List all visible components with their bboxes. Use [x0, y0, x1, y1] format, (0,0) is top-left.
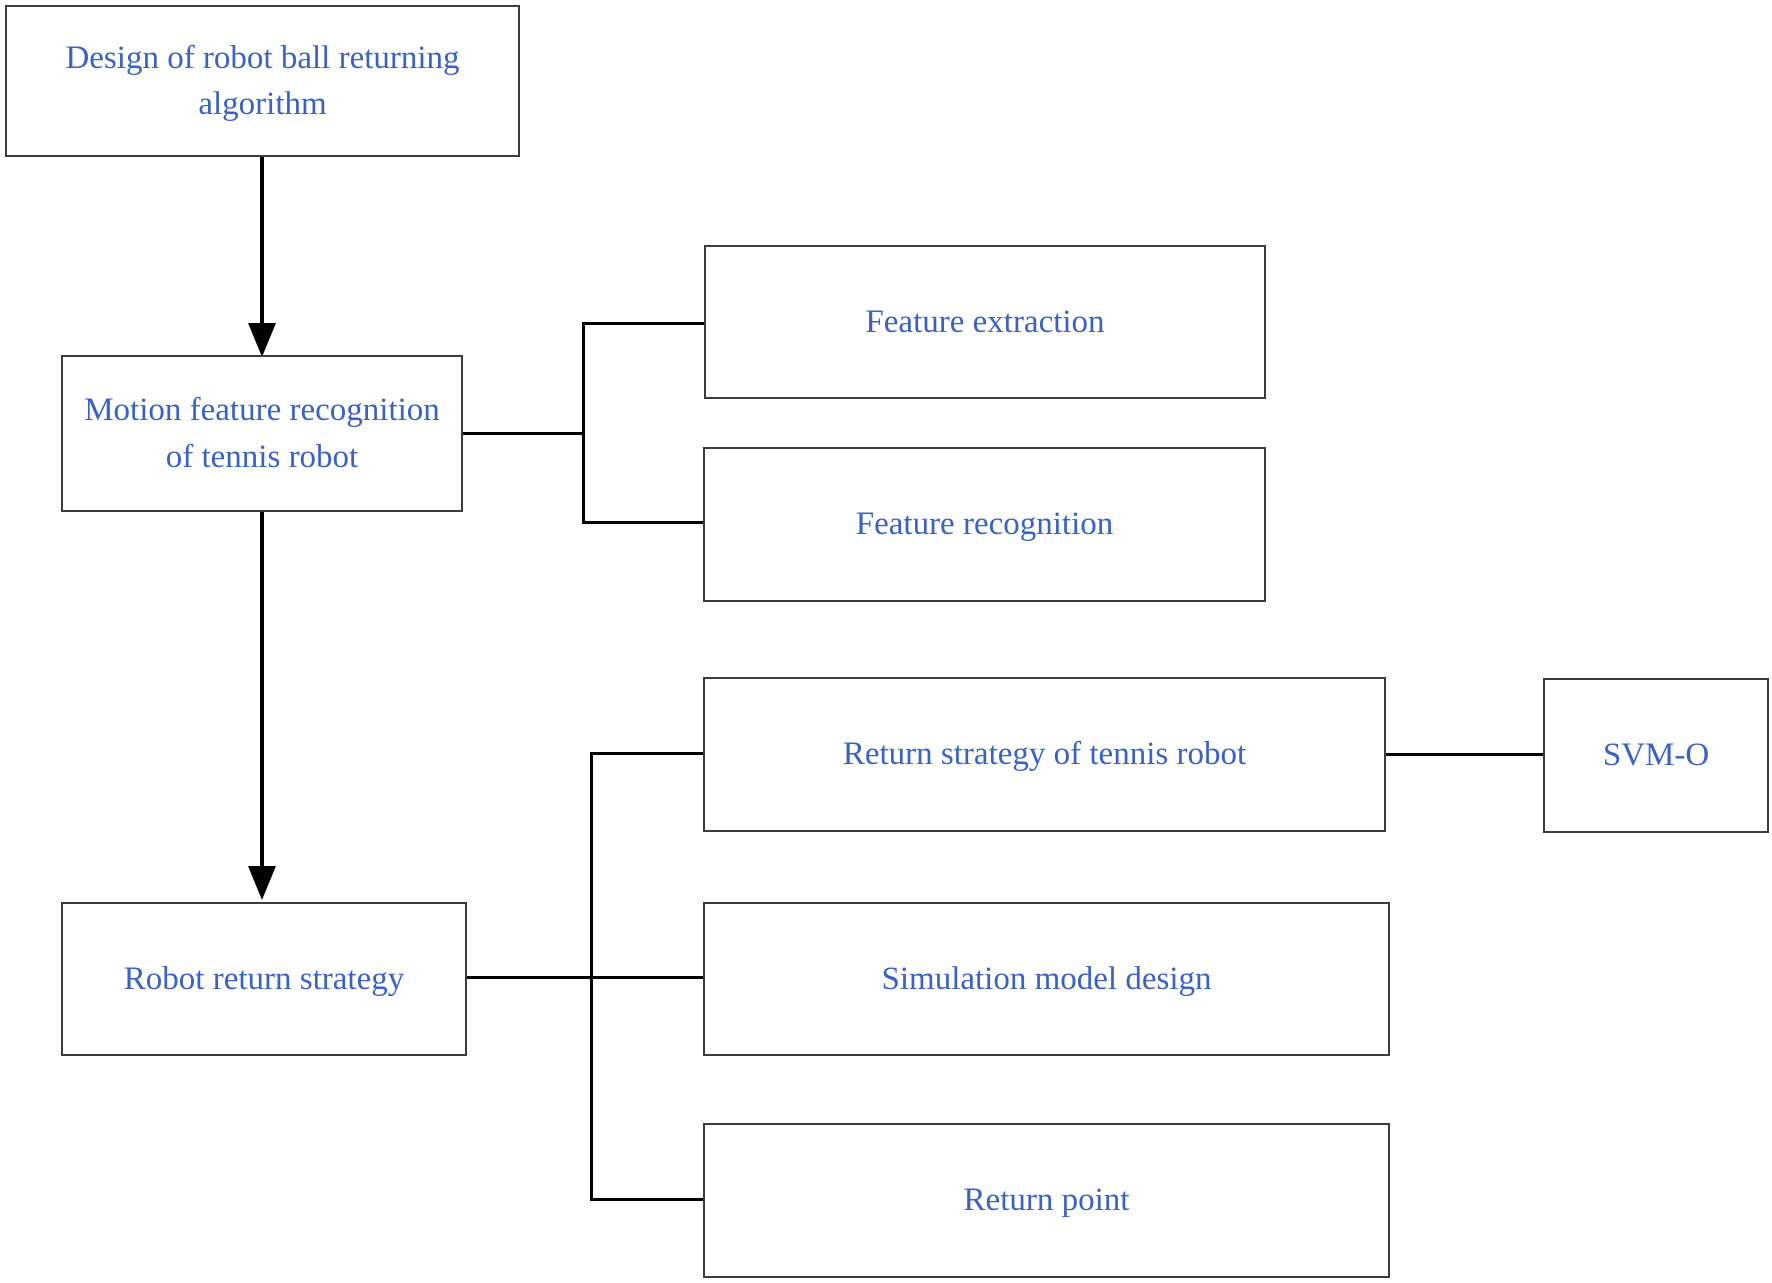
- node-svm-o: SVM-O: [1543, 678, 1769, 833]
- node-label: Robot return strategy: [123, 960, 405, 997]
- node-simulation-model-design: Simulation model design: [703, 902, 1390, 1056]
- node-feature-extraction: Feature extraction: [704, 245, 1266, 399]
- edge-motion-to-robot-return-shaft: [260, 512, 264, 868]
- node-label: Feature extraction: [865, 303, 1105, 340]
- node-label: Return point: [963, 1182, 1130, 1219]
- node-design-of-robot-ball-returning-algorithm: Design of robot ball returning algorithm: [5, 5, 520, 157]
- edge-branch-to-return-point: [590, 1198, 703, 1201]
- node-label: Return strategy of tennis robot: [842, 736, 1247, 773]
- edge-robot-return-to-simulation: [467, 976, 703, 979]
- branch-return-vertical: [590, 752, 593, 1201]
- edge-design-to-motion-shaft: [260, 157, 264, 327]
- node-label: Simulation model design: [881, 960, 1212, 997]
- arrowhead-down-icon: [248, 866, 276, 900]
- edge-branch-to-feature-extraction: [582, 322, 704, 325]
- edge-branch-to-return-strategy: [590, 752, 703, 755]
- edge-branch-to-feature-recognition: [582, 521, 704, 524]
- node-label: Motion feature recognition of tennis rob…: [84, 392, 440, 475]
- node-robot-return-strategy: Robot return strategy: [61, 902, 467, 1056]
- edge-motion-to-branch: [463, 432, 584, 435]
- node-feature-recognition: Feature recognition: [703, 447, 1266, 602]
- node-return-point: Return point: [703, 1123, 1390, 1278]
- edge-return-strategy-to-svmo: [1386, 753, 1543, 756]
- node-label: Feature recognition: [855, 506, 1114, 543]
- branch-feature-vertical: [582, 322, 585, 524]
- node-label: SVM-O: [1602, 737, 1710, 774]
- node-label: Design of robot ball returning algorithm: [65, 39, 460, 122]
- arrowhead-down-icon: [248, 323, 276, 357]
- node-return-strategy-of-tennis-robot: Return strategy of tennis robot: [703, 677, 1386, 832]
- node-motion-feature-recognition: Motion feature recognition of tennis rob…: [61, 355, 463, 512]
